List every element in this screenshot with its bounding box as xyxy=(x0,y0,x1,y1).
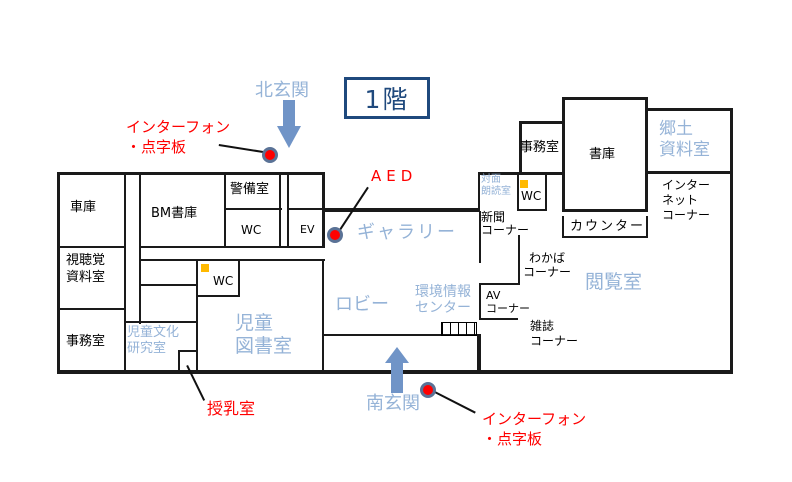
intercom-north-label: インターフォン ・点字板 xyxy=(126,118,231,156)
wall xyxy=(322,172,325,248)
room-office-west-label: 事務室 xyxy=(66,334,106,349)
north-entrance-label: 北玄関 xyxy=(255,80,309,101)
wall xyxy=(224,172,226,248)
wall xyxy=(479,283,520,285)
room-lobby-label: ロビー xyxy=(335,294,389,315)
room-magazine-corner-label: 雑誌 コーナー xyxy=(530,319,579,348)
wall xyxy=(139,246,325,248)
room-counter-label: カウンター xyxy=(570,219,646,234)
wall xyxy=(196,259,198,371)
room-stacks-label: 書庫 xyxy=(589,147,616,162)
stairs-icon xyxy=(441,322,477,336)
wall xyxy=(139,172,141,324)
south-entrance-arrow-icon xyxy=(391,363,403,393)
leader-line-intercom-south xyxy=(432,390,476,414)
aed-label: AED xyxy=(371,167,418,185)
room-face-to-face-reading-label: 対面 朗読室 xyxy=(481,174,511,197)
orange-marker-wc-children-icon xyxy=(201,264,209,272)
wall xyxy=(519,121,565,124)
wall xyxy=(238,259,240,297)
wall xyxy=(323,334,480,336)
wall xyxy=(57,172,325,175)
wall xyxy=(479,211,481,263)
wall xyxy=(562,236,648,238)
wall xyxy=(730,108,733,374)
wall xyxy=(479,283,481,320)
wall xyxy=(646,216,648,238)
wall xyxy=(124,321,198,323)
wall xyxy=(545,174,547,211)
room-wc-north-label: WC xyxy=(241,223,262,237)
intercom-south-label: インターフォン ・点字板 xyxy=(482,410,587,448)
wall xyxy=(645,108,733,111)
south-entrance-label: 南玄関 xyxy=(366,393,420,414)
room-local-materials-label: 郷土 資料室 xyxy=(659,119,710,160)
wall xyxy=(57,246,126,248)
room-env-info-center-label: 環境情報 センター xyxy=(415,284,471,316)
north-entrance-arrowhead-icon xyxy=(277,126,301,148)
wall xyxy=(562,216,564,238)
room-stacks-outline xyxy=(562,97,648,212)
floor-title-box: 1階 xyxy=(344,77,430,119)
aed-location-dot-icon xyxy=(327,227,343,243)
intercom-location-dot-north-icon xyxy=(262,147,278,163)
room-children-culture-lab-label: 児童文化 研究室 xyxy=(127,325,180,356)
wall xyxy=(287,172,289,248)
wall xyxy=(517,209,547,211)
orange-marker-wc-east-icon xyxy=(520,180,528,188)
room-av-corner-label: AV コーナー xyxy=(486,289,530,315)
room-wakaba-corner-label: わかば コーナー xyxy=(522,251,571,279)
wall xyxy=(645,171,733,174)
room-garage-label: 車庫 xyxy=(70,200,97,215)
room-security-office-label: 警備室 xyxy=(230,182,270,197)
wall xyxy=(517,174,519,211)
wall xyxy=(196,295,240,297)
wall xyxy=(479,318,518,320)
wall xyxy=(518,235,520,285)
wall xyxy=(124,172,126,372)
wall xyxy=(178,350,198,352)
wall xyxy=(57,172,60,374)
room-wc-children-label: WC xyxy=(213,274,234,288)
room-bm-stacks-label: BM書庫 xyxy=(151,206,198,221)
wall xyxy=(139,259,325,261)
intercom-location-dot-south-icon xyxy=(420,382,436,398)
wall xyxy=(325,208,480,212)
wall xyxy=(322,259,324,371)
wall xyxy=(478,172,565,175)
north-entrance-arrow-icon xyxy=(283,100,295,127)
wall xyxy=(519,121,522,175)
room-office-east-label: 事務室 xyxy=(520,140,560,155)
room-children-library-label: 児童 図書室 xyxy=(235,312,293,357)
wall xyxy=(224,208,282,210)
south-entrance-arrowhead-icon xyxy=(385,347,409,363)
wall xyxy=(279,172,281,248)
room-gallery-label: ギャラリー xyxy=(357,222,457,243)
wall xyxy=(57,308,126,310)
room-elevator-label: EV xyxy=(300,223,315,236)
wall xyxy=(478,172,480,212)
room-reading-room-label: 閲覧室 xyxy=(585,271,643,293)
room-internet-corner-label: インター ネット コーナー xyxy=(662,178,711,222)
room-audiovisual-label: 視聴覚 資料室 xyxy=(66,253,106,285)
wall xyxy=(178,350,180,371)
room-newspaper-corner-label: 新聞 コーナー xyxy=(481,210,530,237)
wall xyxy=(287,208,325,210)
nursing-room-label: 授乳室 xyxy=(207,399,256,418)
wall xyxy=(139,284,198,286)
room-wc-east-label: WC xyxy=(521,189,542,203)
wall xyxy=(477,334,481,374)
floor-title: 1階 xyxy=(364,85,410,114)
